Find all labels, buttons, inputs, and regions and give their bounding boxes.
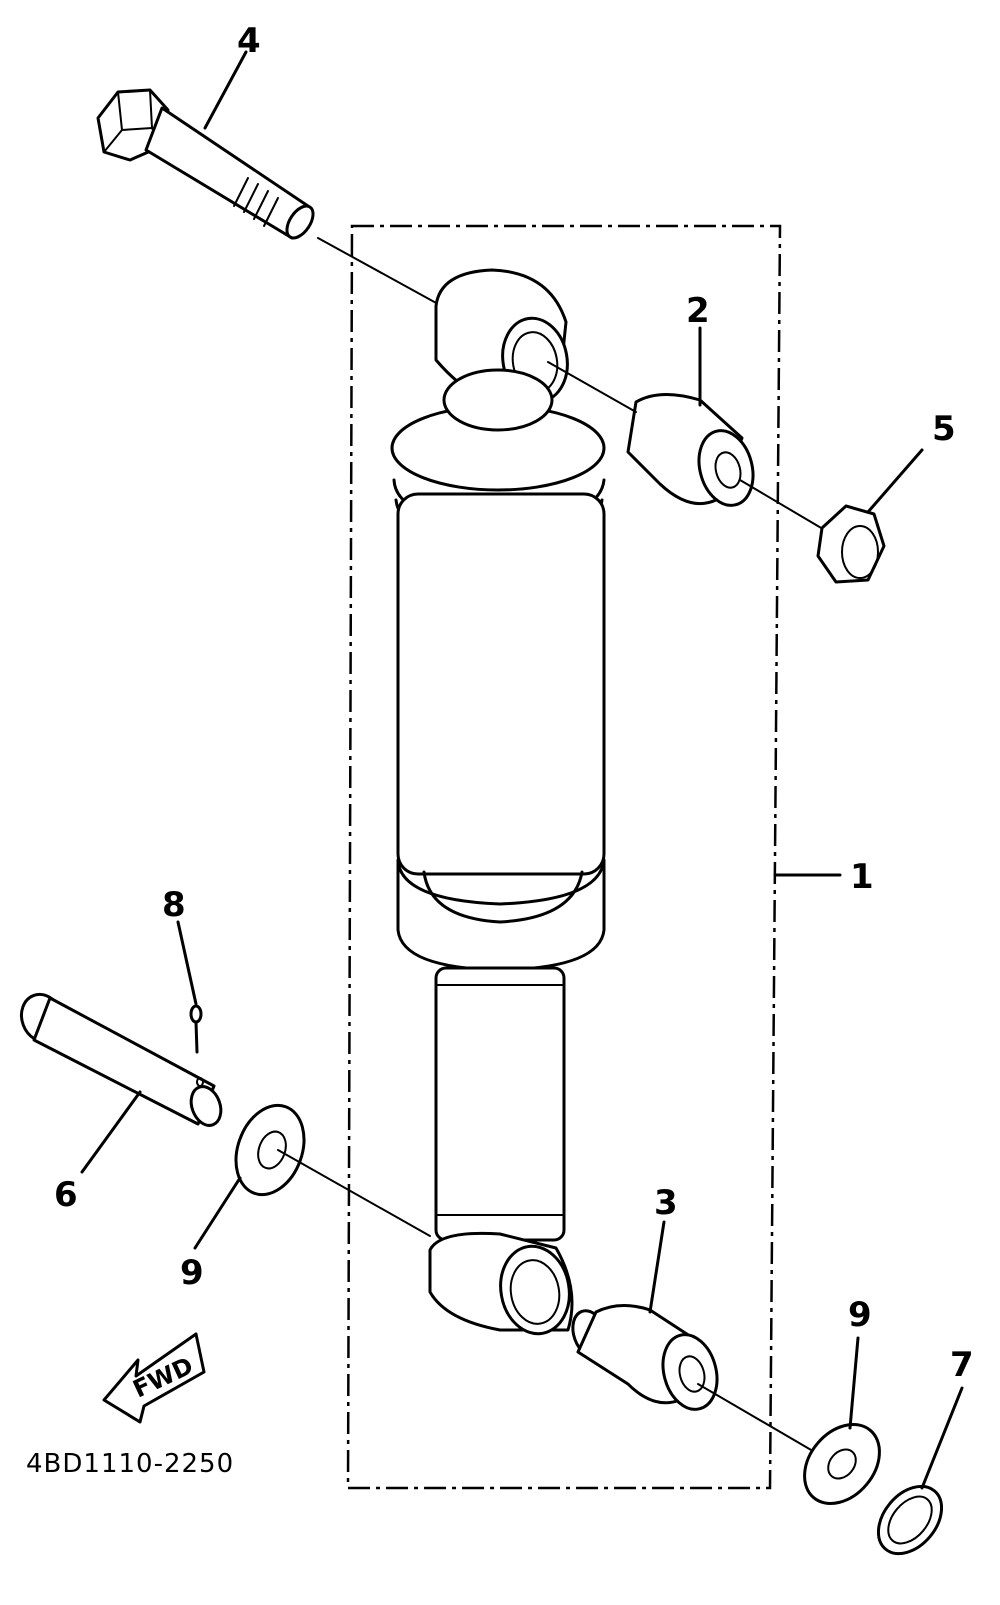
axis-line-upper-nut [739, 479, 829, 533]
axis-line-lower-right [697, 1383, 819, 1455]
axis-line-upper-bolt [317, 237, 439, 305]
lower-pin [19, 992, 223, 1127]
washer-left [234, 1103, 306, 1197]
upper-bolt [96, 88, 315, 240]
leader-9b [848, 1336, 860, 1430]
cotter-pin [189, 1004, 203, 1054]
thin-washer [876, 1484, 944, 1556]
callout-7: 7 [950, 1345, 974, 1385]
axis-line-lower-left [277, 1149, 431, 1237]
callout-9b: 9 [848, 1295, 872, 1335]
callout-2: 2 [686, 291, 710, 331]
shock-absorber [390, 268, 606, 1336]
callout-3: 3 [654, 1183, 678, 1223]
leader-9a [193, 1176, 242, 1250]
forward-arrow-icon: FWD [102, 1332, 206, 1424]
callout-4: 4 [237, 21, 261, 61]
leader-3 [648, 1220, 666, 1314]
drawing-code: 4BD1110-2250 [26, 1449, 234, 1479]
callout-5: 5 [932, 409, 956, 449]
assembly-boundary [346, 224, 782, 1490]
leader-8 [176, 920, 198, 1006]
nut [816, 504, 886, 584]
callout-1: 1 [850, 857, 874, 897]
lower-bushing [571, 1304, 719, 1411]
callout-8: 8 [162, 885, 186, 925]
washer-right [803, 1423, 881, 1505]
leader-5 [866, 448, 924, 514]
leader-7 [920, 1386, 964, 1490]
leader-6 [80, 1090, 142, 1174]
callout-6: 6 [54, 1175, 78, 1215]
callout-9a: 9 [180, 1253, 204, 1293]
axis-line-upper-bushing [547, 361, 637, 413]
upper-bushing [626, 392, 755, 507]
leader-4 [203, 50, 248, 130]
